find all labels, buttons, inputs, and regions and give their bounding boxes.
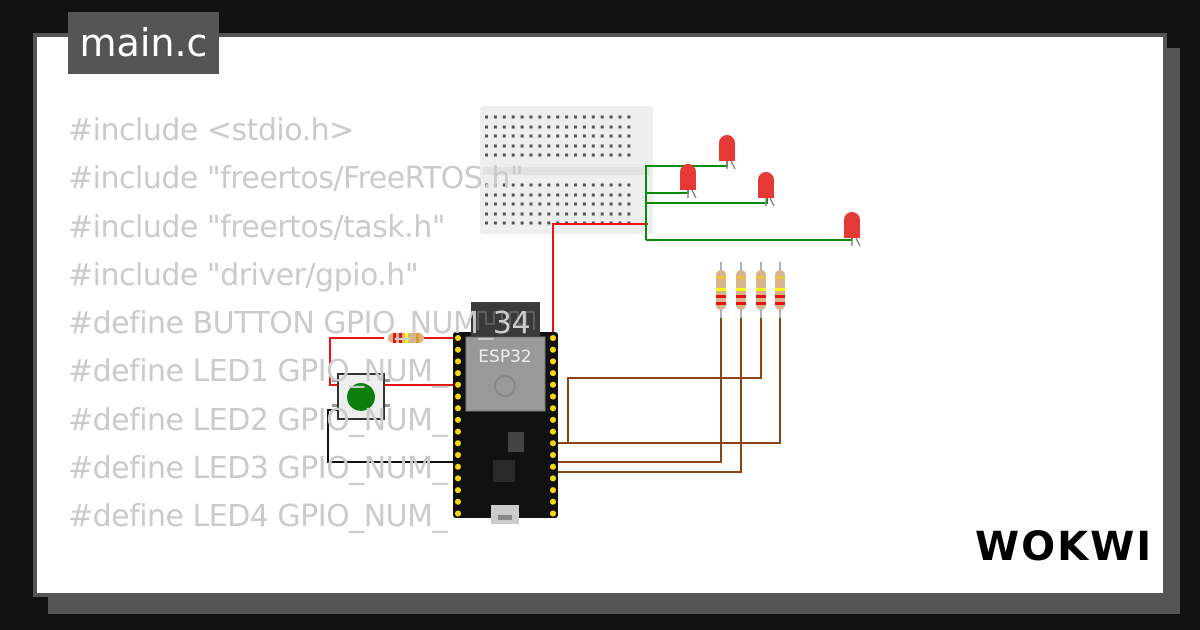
- wire-green: [646, 233, 853, 241]
- resistor[interactable]: [775, 262, 785, 318]
- resistor[interactable]: [756, 262, 766, 318]
- led[interactable]: [680, 164, 697, 199]
- file-tab[interactable]: main.c: [68, 12, 219, 74]
- wire-black: [327, 409, 458, 463]
- breadboard: [480, 106, 653, 234]
- wire-brown: [553, 318, 742, 473]
- wire-green: [646, 194, 768, 204]
- resistor[interactable]: [716, 262, 726, 318]
- wire-brown: [553, 318, 762, 444]
- led[interactable]: [758, 172, 775, 207]
- led[interactable]: [719, 135, 736, 170]
- wire-red: [552, 223, 648, 338]
- wire-brown: [553, 318, 722, 463]
- wire-red: [329, 337, 458, 386]
- pushbutton[interactable]: [332, 373, 390, 420]
- resistor[interactable]: [388, 333, 424, 343]
- wire-brown: [556, 318, 781, 444]
- wokwi-logo: WOKWI: [975, 524, 1154, 570]
- board-label: ESP32: [478, 347, 531, 367]
- resistor[interactable]: [736, 262, 746, 318]
- led[interactable]: [844, 212, 861, 247]
- esp32-board[interactable]: ESP32: [453, 302, 558, 524]
